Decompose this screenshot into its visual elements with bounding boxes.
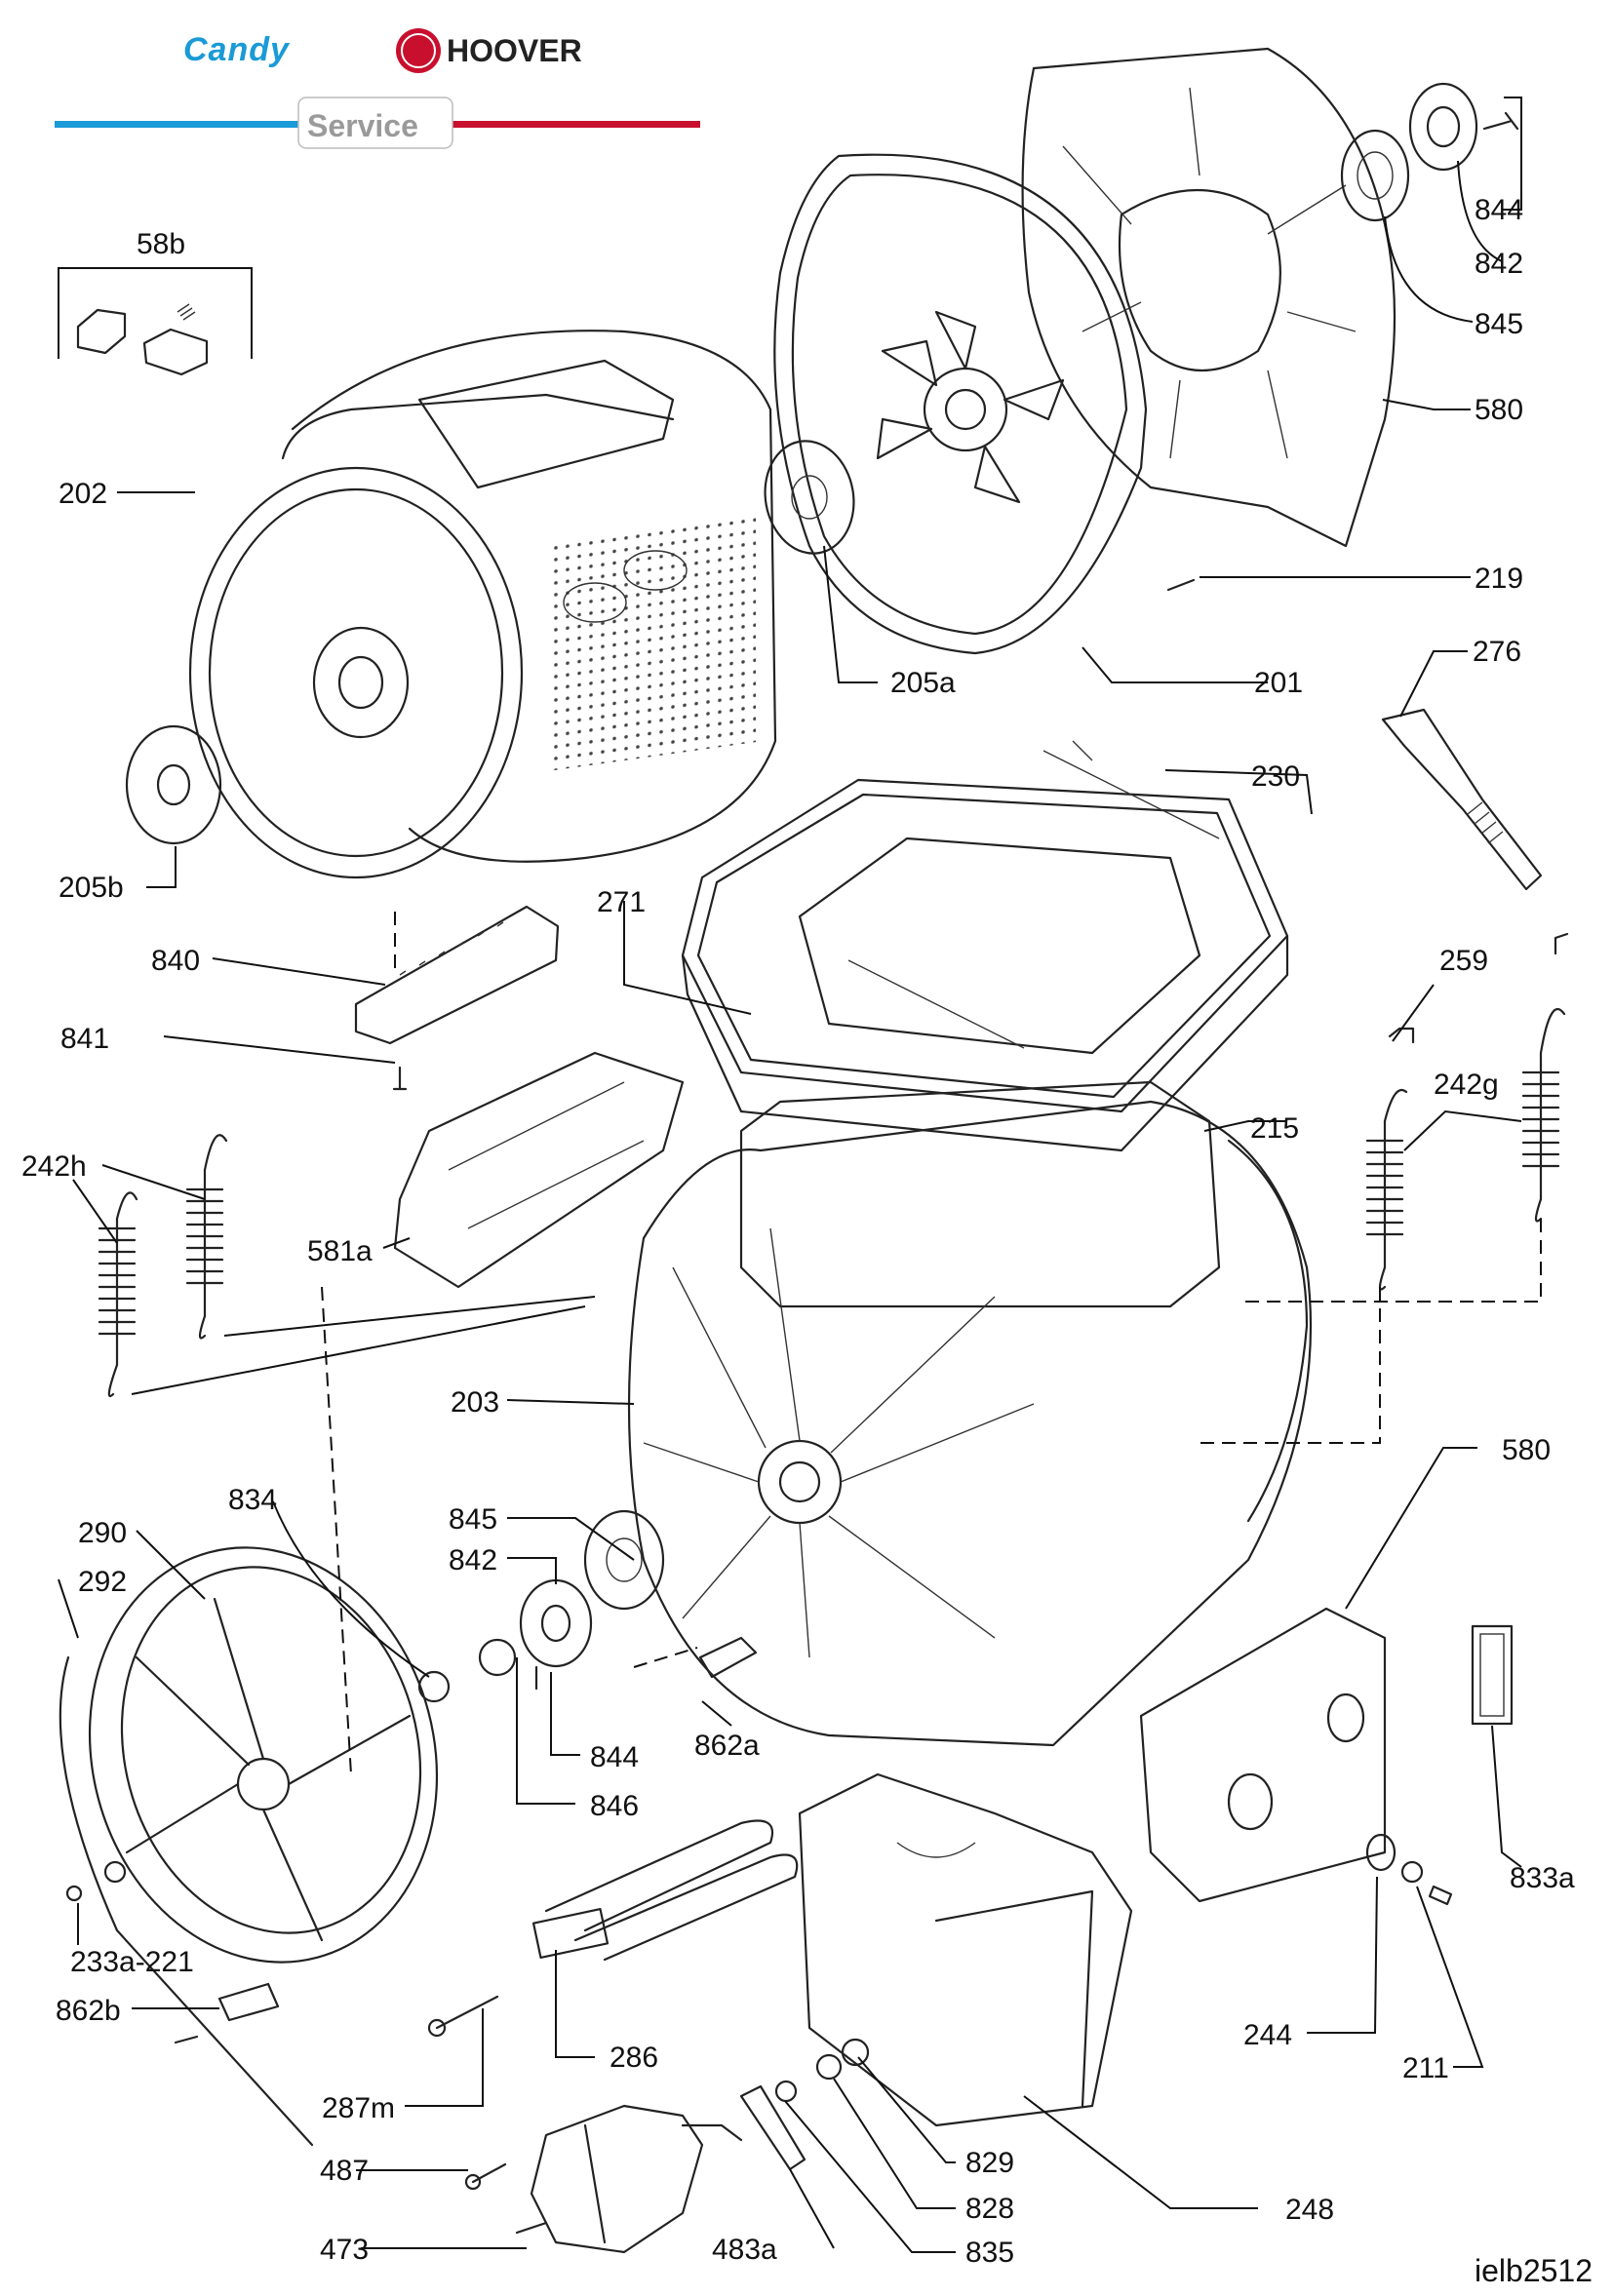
label-580-bottom: 580 [1502, 1434, 1551, 1466]
label-242g: 242g [1434, 1069, 1499, 1101]
label-842-bottom: 842 [449, 1544, 497, 1576]
label-845-bottom: 845 [449, 1503, 497, 1536]
part-580-lower-cover [1139, 1607, 1387, 1903]
part-276-damper [1381, 708, 1543, 891]
label-862b: 862b [56, 1995, 121, 2027]
label-271: 271 [597, 886, 646, 918]
part-290-pulley [59, 1546, 439, 2147]
label-203: 203 [451, 1386, 499, 1419]
part-286-heater [531, 1819, 799, 1962]
label-835: 835 [965, 2237, 1014, 2269]
label-840: 840 [151, 945, 200, 977]
part-487-screw [464, 2162, 507, 2191]
part-201-tub-back [764, 153, 1148, 655]
label-290: 290 [78, 1517, 127, 1549]
label-845-top: 845 [1475, 308, 1523, 340]
part-862a-sensor [633, 1636, 758, 1679]
candy-logo: Candy [183, 31, 291, 68]
label-844-bottom: 844 [590, 1741, 639, 1773]
label-473: 473 [320, 2234, 369, 2266]
leader-lines [58, 97, 1542, 2253]
part-287m-screw [427, 1995, 499, 2038]
brand-header: Candy HOOVER Service [55, 28, 700, 149]
label-233a-221: 233a-221 [70, 1946, 194, 1978]
part-842-845-bearings-top [1340, 82, 1519, 222]
part-840-paddle [354, 905, 560, 1091]
label-202: 202 [59, 478, 107, 510]
label-201: 201 [1254, 667, 1303, 699]
label-828: 828 [965, 2193, 1014, 2225]
label-287m: 287m [322, 2092, 395, 2124]
label-487: 487 [320, 2155, 369, 2187]
part-842-845-846-bearing-stack [417, 1509, 665, 1703]
label-829: 829 [965, 2147, 1014, 2179]
diagram-reference-code: ielb2512 [1475, 2253, 1593, 2288]
service-bar-red [451, 121, 700, 128]
label-219: 219 [1475, 563, 1523, 595]
label-844-top: 844 [1475, 194, 1523, 226]
label-58b: 58b [137, 228, 185, 260]
hoover-emblem-icon [396, 28, 441, 73]
label-276: 276 [1473, 636, 1521, 668]
label-215: 215 [1250, 1112, 1299, 1145]
label-846: 846 [590, 1790, 639, 1822]
label-580-top: 580 [1475, 394, 1523, 426]
service-bar-blue [55, 121, 302, 128]
part-58b-kit [58, 267, 253, 376]
label-205b: 205b [59, 872, 124, 904]
part-242g-springs [1365, 932, 1569, 1291]
part-205b-flange [125, 724, 222, 845]
part-862b-bracket [174, 1982, 280, 2044]
part-233a-221-screw-washer [65, 1860, 127, 1902]
label-483a: 483a [712, 2234, 777, 2266]
hoover-logo: HOOVER [447, 33, 582, 68]
part-473-motor [515, 2104, 743, 2254]
label-211: 211 [1402, 2052, 1449, 2084]
part-labels: 844 842 845 580 219 201 205a 276 58b 202… [21, 194, 1575, 2269]
label-862a: 862a [694, 1730, 760, 1762]
label-842-top: 842 [1475, 248, 1523, 280]
part-483a-brush [739, 2084, 806, 2171]
label-248: 248 [1285, 2194, 1334, 2226]
label-841: 841 [60, 1023, 109, 1055]
part-580-back-cover [1021, 47, 1397, 548]
label-242h: 242h [21, 1150, 87, 1183]
label-833a: 833a [1510, 1862, 1575, 1894]
part-219-screw [1166, 578, 1196, 592]
part-244-211-fasteners [1365, 1833, 1453, 1906]
part-230-271-gasket [681, 740, 1289, 1152]
label-244: 244 [1243, 2019, 1292, 2051]
part-202-drum [188, 330, 777, 879]
part-833a-filter [1471, 1624, 1514, 1726]
label-292: 292 [78, 1566, 127, 1598]
part-242h-springs [98, 1134, 228, 1397]
part-581a-counterweight [393, 1051, 685, 1289]
part-828-829-835-seals [774, 2038, 870, 2103]
label-230: 230 [1251, 760, 1300, 793]
label-205a: 205a [890, 667, 956, 699]
part-203-tub [627, 1080, 1313, 1747]
label-834: 834 [228, 1484, 277, 1516]
part-248-housing [798, 1772, 1133, 2127]
service-label: Service [307, 108, 418, 143]
label-581a: 581a [307, 1235, 373, 1267]
label-259: 259 [1439, 945, 1488, 977]
label-286: 286 [610, 2042, 658, 2074]
